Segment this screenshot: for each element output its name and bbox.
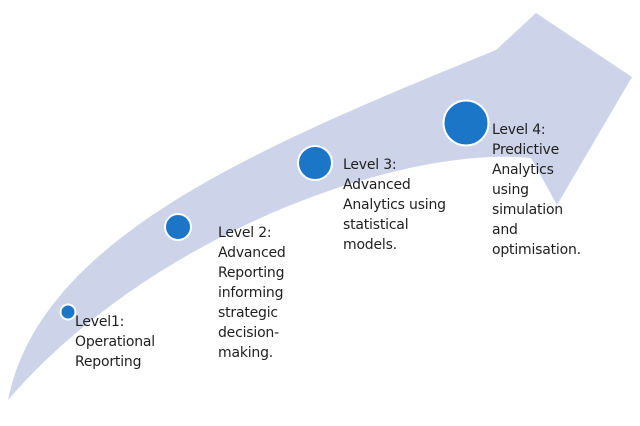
level-2-label: Level 2: Advanced Reporting informing st… bbox=[218, 225, 286, 361]
level-1-label: Level1: Operational Reporting bbox=[75, 314, 155, 370]
level-3-marker bbox=[297, 145, 333, 181]
level-4-marker bbox=[442, 99, 490, 147]
level-2-marker bbox=[164, 213, 192, 241]
level-1-marker bbox=[59, 303, 77, 321]
level-4-label: Level 4: Predictive Analytics using simu… bbox=[492, 122, 581, 258]
level-3-label: Level 3: Advanced Analytics using statis… bbox=[343, 157, 446, 253]
